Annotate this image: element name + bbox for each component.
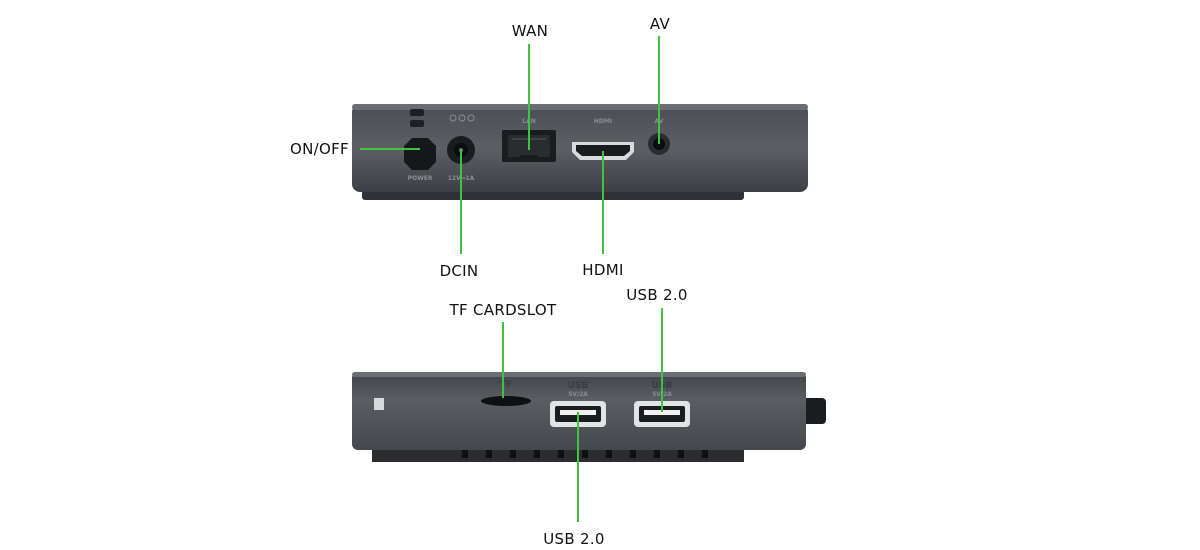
polarity-icon-right [467, 114, 475, 122]
power-button-icon [404, 138, 436, 170]
device-rear-base-shadow [362, 190, 744, 200]
hdmi-socket-opening [576, 145, 630, 156]
rj45-latch [520, 155, 538, 162]
reset-hole [374, 398, 384, 410]
label-tf-cardslot: TF CARDSLOT [449, 301, 557, 319]
device-rear-view: POWER 12V⎓1A LAN HDMI AV [352, 104, 808, 200]
led-indicator-2 [410, 120, 424, 127]
tf-slot-opening [481, 396, 531, 406]
device-side-view: TF USB 5V/2A USB 5V/2A [352, 372, 826, 462]
label-av: AV [650, 15, 671, 33]
polarity-icon-center [458, 114, 466, 122]
cable-stub [800, 398, 826, 424]
polarity-icon [449, 114, 457, 122]
usb-tongue-2 [644, 410, 680, 415]
power-button-port: POWER [404, 109, 436, 182]
label-wan: WAN [512, 22, 548, 40]
label-usb-top: USB 2.0 [626, 286, 688, 304]
usb-marking-1: USB [568, 381, 589, 391]
label-hdmi: HDMI [582, 261, 623, 279]
label-dcin: DCIN [440, 262, 479, 280]
leader-lines [360, 36, 663, 522]
callout-labels: WAN AV ON/OFF DCIN HDMI TF CARDSLOT USB … [290, 15, 688, 548]
label-on-off: ON/OFF [290, 140, 349, 158]
vent-feet [462, 450, 708, 458]
device-rear-top-edge [352, 104, 808, 110]
device-side-top-edge [352, 372, 806, 377]
power-marking: POWER [408, 175, 433, 182]
usb-sub-marking-1: 5V/2A [568, 391, 588, 398]
led-indicator-1 [410, 109, 424, 116]
label-usb-bottom: USB 2.0 [543, 530, 605, 548]
hdmi-marking: HDMI [594, 118, 612, 125]
tf-marking: TF [500, 380, 512, 390]
tf-card-slot: TF [481, 380, 531, 406]
